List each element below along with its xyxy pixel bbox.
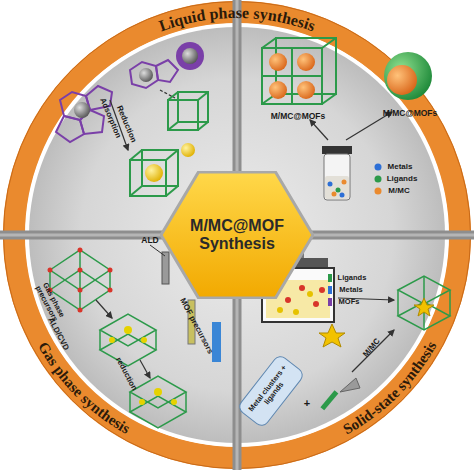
metal-sphere — [269, 81, 287, 99]
precursor-sphere — [176, 42, 204, 70]
shell-sphere — [384, 52, 432, 100]
process-arrow — [160, 90, 175, 98]
center-hexagon: M/MC@MOF Synthesis — [160, 171, 314, 299]
center-title: M/MC@MOF Synthesis — [182, 217, 292, 252]
metal-sphere — [181, 143, 195, 157]
metal-sphere — [74, 102, 90, 118]
precursor-bar — [212, 322, 221, 362]
mof-lattice — [262, 38, 336, 104]
mof-marker — [328, 298, 332, 306]
process-arrow — [96, 300, 112, 318]
ring-label: Gas phase synthesis — [35, 339, 133, 437]
metal-sphere — [297, 81, 315, 99]
process-label: M/MC@MOFs — [375, 109, 445, 118]
process-label: MOFs — [334, 298, 364, 306]
metal-marker — [328, 286, 332, 294]
metal-dots — [109, 326, 177, 405]
mof-lattice — [50, 250, 110, 310]
process-label: Ligands — [334, 274, 370, 282]
grinding-wedge — [340, 378, 360, 392]
metal-sphere — [297, 53, 315, 71]
vial — [322, 146, 352, 200]
mof-cube — [130, 150, 178, 196]
core-sphere — [387, 65, 417, 95]
process-label: Ligands — [382, 175, 422, 183]
ligand-marker — [328, 274, 332, 282]
process-arrow — [352, 330, 394, 372]
metal-sphere — [139, 68, 153, 82]
cluster-star — [319, 324, 345, 347]
process-arrow — [310, 120, 328, 140]
cluster-star — [414, 298, 434, 316]
metal-sphere — [269, 53, 287, 71]
ligand-bar — [320, 390, 338, 410]
ald-bar — [162, 252, 169, 284]
legend-dot — [375, 176, 382, 183]
mof-cube — [398, 276, 450, 330]
process-label: M/MC — [382, 187, 416, 195]
legend-dot — [375, 188, 382, 195]
ring-label: Liquid phase synthesis — [157, 4, 318, 35]
process-arrow — [140, 360, 150, 378]
process-label: M/MC@MOFs — [263, 112, 333, 121]
process-label: + — [301, 398, 313, 410]
process-label: Metals — [382, 163, 418, 171]
legend-dot — [375, 164, 382, 171]
metal-sphere — [182, 48, 198, 64]
process-label: Metals — [334, 286, 368, 294]
metal-sphere — [145, 164, 163, 182]
leader-line — [150, 245, 165, 256]
ring-label: Solid-state synthesis — [340, 338, 439, 437]
